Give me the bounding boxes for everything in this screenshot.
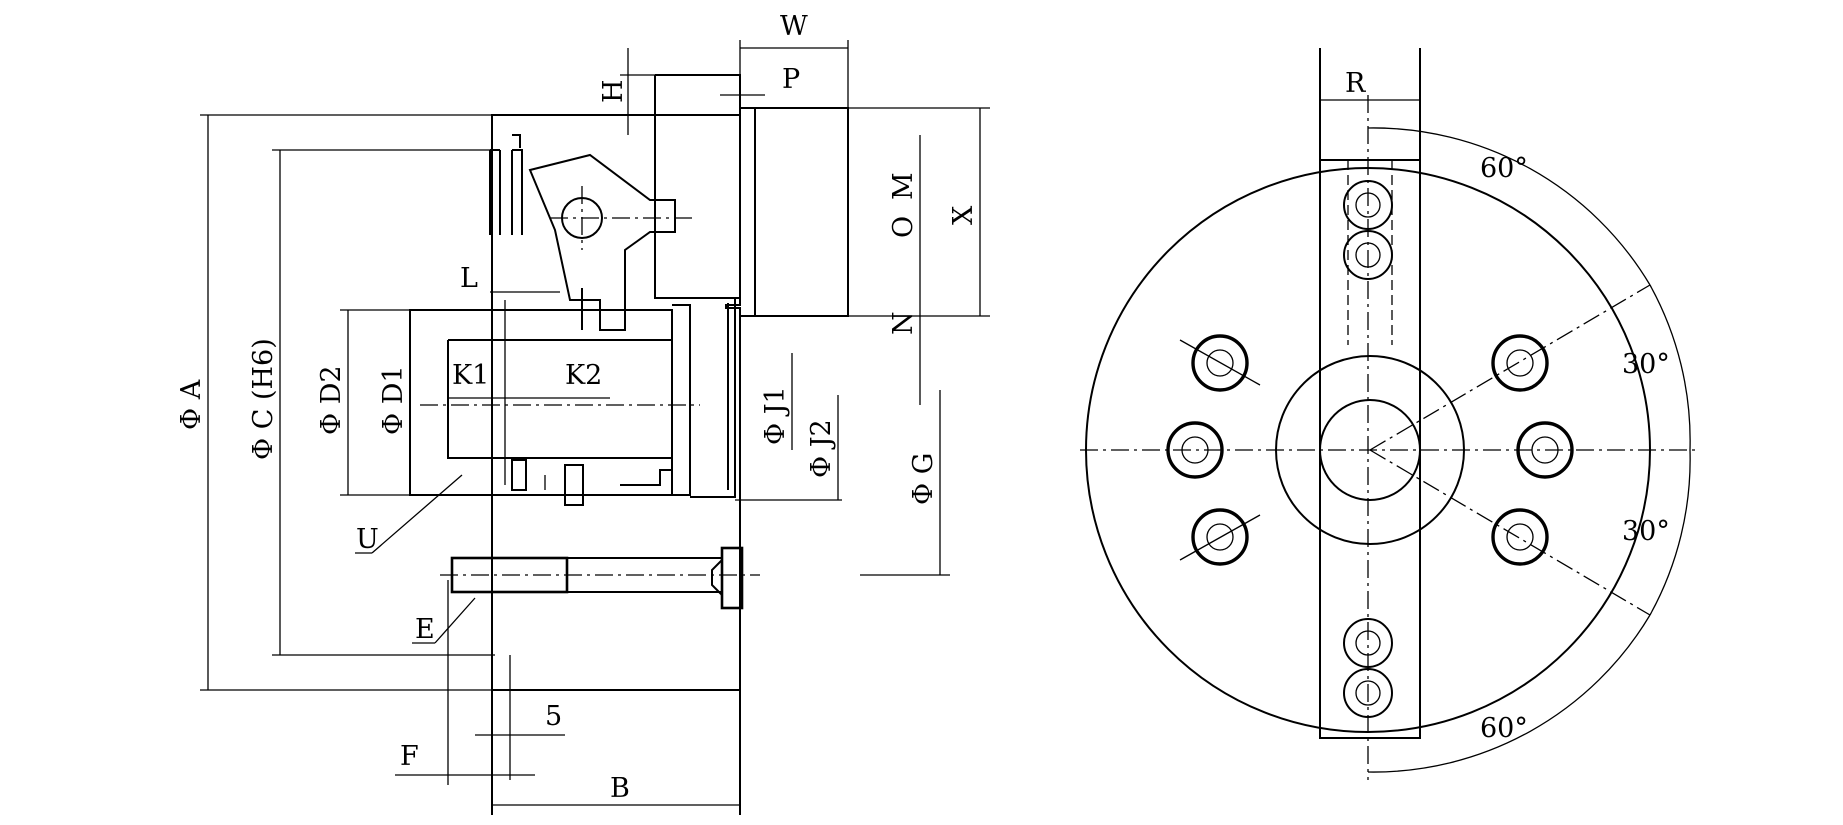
label-p: P bbox=[782, 64, 800, 95]
mounting-bolts bbox=[1166, 334, 1574, 566]
label-angle-60-top: 60° bbox=[1480, 153, 1528, 184]
label-angle-30-lower: 30° bbox=[1622, 516, 1670, 547]
jaw-bar bbox=[1319, 159, 1421, 739]
label-w: W bbox=[780, 11, 808, 42]
label-o: O bbox=[888, 216, 919, 238]
label-k2: K2 bbox=[565, 360, 602, 391]
side-section-view: Φ A Φ C (H6) Φ D2 Φ D1 K1 K2 L H W P bbox=[176, 11, 990, 815]
label-five: 5 bbox=[545, 701, 562, 732]
arbor bbox=[409, 309, 673, 496]
label-e: E bbox=[415, 614, 435, 645]
jaw-block bbox=[654, 114, 741, 299]
pivot-lever bbox=[528, 153, 676, 331]
label-f: F bbox=[400, 741, 419, 772]
label-m: M bbox=[888, 172, 919, 200]
label-phi-d2: Φ D2 bbox=[316, 365, 347, 435]
label-phi-g: Φ G bbox=[908, 453, 939, 505]
label-b: B bbox=[610, 773, 630, 804]
label-h: H bbox=[598, 79, 629, 103]
label-r: R bbox=[1345, 68, 1366, 99]
jaw-screws bbox=[1343, 180, 1393, 718]
label-x: X bbox=[948, 205, 979, 225]
label-n: N bbox=[888, 311, 919, 335]
label-angle-30-upper: 30° bbox=[1622, 349, 1670, 380]
label-angle-60-bottom: 60° bbox=[1480, 713, 1528, 744]
label-phi-j2: Φ J2 bbox=[806, 419, 837, 478]
label-phi-d1: Φ D1 bbox=[378, 365, 409, 435]
label-k1: K1 bbox=[452, 360, 489, 391]
label-phi-c: Φ C (H6) bbox=[248, 338, 279, 460]
label-phi-j1: Φ J1 bbox=[760, 386, 791, 445]
label-u: U bbox=[356, 524, 379, 555]
label-l: L bbox=[460, 263, 478, 294]
body-outline bbox=[491, 114, 741, 691]
front-view: R 60° 30° 30° 60° bbox=[1080, 48, 1700, 780]
label-phi-a: Φ A bbox=[176, 379, 207, 430]
